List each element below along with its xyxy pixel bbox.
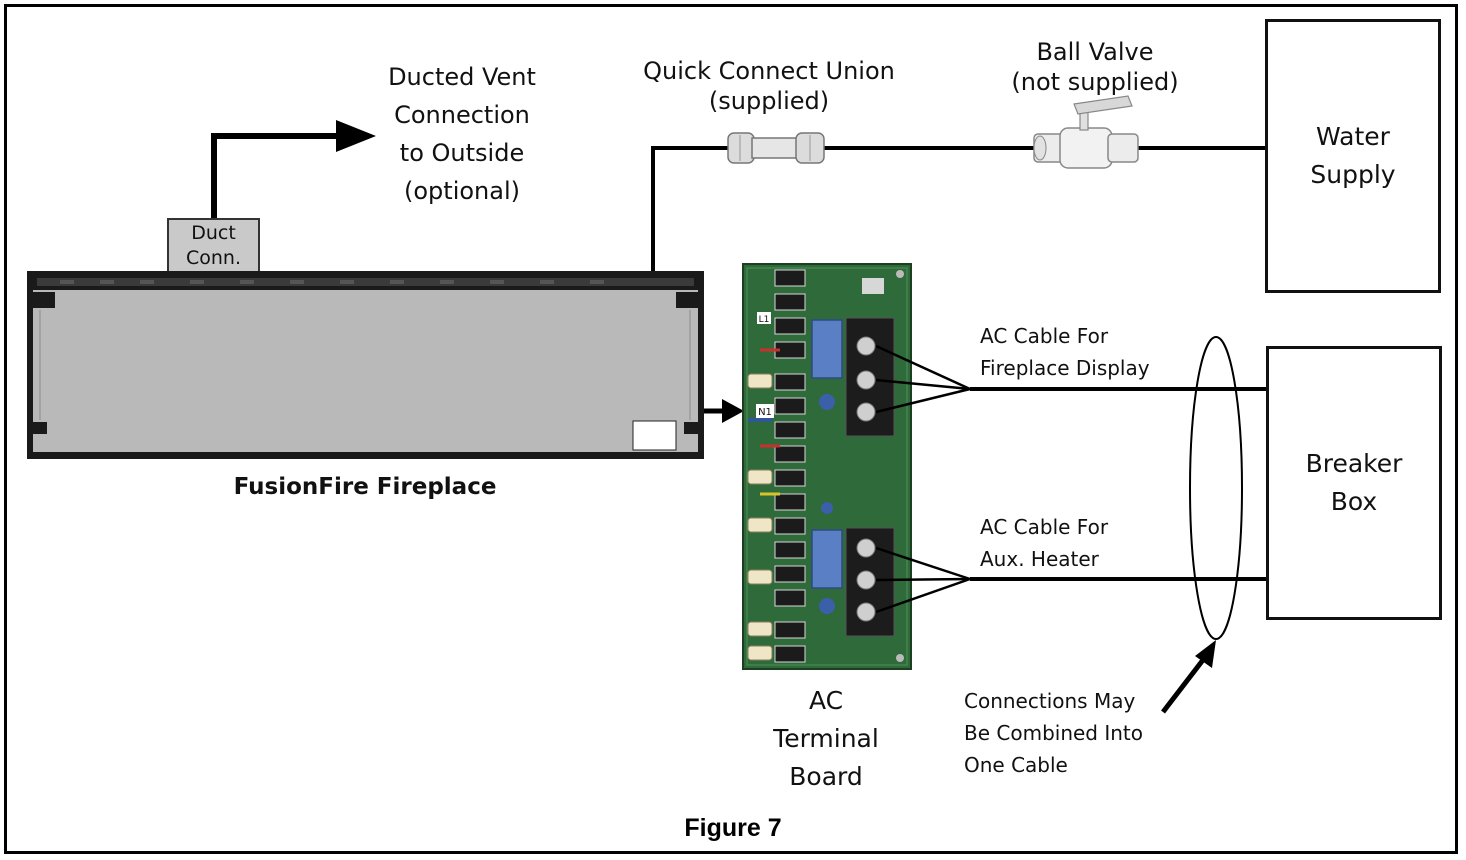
combined-arrow-line (1161, 654, 1208, 714)
ac-display-cable (875, 344, 1266, 414)
breaker-box: Breaker Box (1266, 346, 1442, 620)
combined-arrow-head (1195, 640, 1216, 668)
duct-conn-label: Duct Conn. (185, 222, 241, 269)
fireplace-label: FusionFire Fireplace (233, 474, 497, 500)
vent-duct-line (211, 133, 340, 220)
combined-label: Connections May Be Combined Into One Cab… (964, 689, 1144, 777)
ac-heater-cable (875, 546, 1266, 614)
ac-display-label: AC Cable For Fireplace Display (980, 324, 1150, 380)
board-mark-l1: L1 (759, 315, 770, 325)
water-line (651, 146, 730, 271)
ac-heater-label: AC Cable For Aux. Heater (980, 515, 1109, 571)
figure-frame (4, 4, 1458, 854)
fireplace-junction-box (632, 420, 677, 451)
vent-arrow-head (336, 120, 376, 152)
ducted-vent-label: Ducted Vent Connection to Outside (optio… (388, 63, 536, 205)
water-supply-box: Water Supply (1265, 19, 1441, 293)
quick-connect-union (727, 132, 825, 164)
ball-valve-label: Ball Valve (not supplied) (1011, 38, 1179, 96)
ball-valve (1033, 95, 1139, 169)
fireplace-unit (27, 271, 704, 459)
ac-terminal-board (742, 263, 912, 670)
duct-conn-box (167, 218, 260, 274)
board-mark-n1: N1 (758, 407, 772, 418)
quick-connect-label: Quick Connect Union (supplied) (643, 57, 895, 115)
figure-caption: Figure 7 (684, 814, 782, 842)
ac-terminal-label: AC Terminal Board (773, 686, 879, 791)
fireplace-to-board-arrow (722, 399, 744, 423)
cable-bundle-ellipse (1189, 336, 1243, 640)
